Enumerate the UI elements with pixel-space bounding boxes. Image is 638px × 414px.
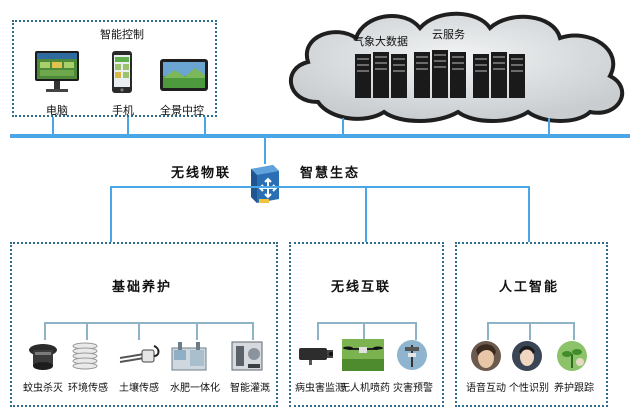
insect-killer-icon [27,342,59,372]
smart-control-title: 智能控制 [100,28,144,41]
warning-station-icon [394,339,430,371]
network-label-wireless-iot: 无线物联 [171,166,232,181]
device-label-computer: 电脑 [46,104,68,117]
network-bus [10,134,630,138]
connector-to-basic-care [110,186,112,243]
connector-hub-distribution [110,186,530,188]
group-title-basic-care: 基础养护 [112,280,173,295]
voice-face-icon [470,340,502,372]
item-label-smart-irrigation: 智能灌溉 [230,383,270,394]
weather-sensor-icon [70,340,100,374]
server-rack-icon [353,50,408,100]
connector-cloud-left [342,118,344,135]
drone-icon [342,339,384,371]
connector-to-wireless [365,186,367,243]
server-rack-icon [412,48,467,100]
group-title-wireless: 无线互联 [331,280,392,295]
item-label-care-tracking: 养护跟踪 [554,383,594,394]
server-rack-icon [471,50,526,100]
face-recognition-icon [511,340,543,372]
connector-panorama [204,117,206,135]
group-branch-line [317,322,417,324]
cloud-label-cloud-service: 云服务 [432,28,465,41]
network-label-smart-ecology: 智慧生态 [300,166,361,181]
item-label-disaster-warning: 灾害预警 [393,383,433,394]
smart-control-panel: 智能控制 电脑 手机 [12,20,217,117]
connector-bus-hub [264,138,266,164]
group-basic-care: 基础养护 [10,242,278,407]
camera-icon [297,344,337,366]
group-title-ai: 人工智能 [499,280,560,295]
irrigation-pump-icon [230,338,264,374]
monitor-icon [34,50,80,98]
item-label-insect-killer: 蚊虫杀灭 [23,383,63,394]
soil-sensor-icon [118,344,162,368]
group-ai: 人工智能 [455,242,608,407]
connector-computer [52,117,54,135]
cloud-label-weather-data: 气象大数据 [353,35,408,48]
connector-to-ai [528,186,530,243]
group-branch-line [44,322,254,324]
item-label-pest-monitor: 病虫害监测 [295,383,345,394]
device-label-panorama-control: 全景中控 [160,104,204,117]
smartphone-icon [111,50,133,98]
tablet-icon [159,58,209,94]
connector-phone [127,117,129,135]
fertigation-machine-icon [170,340,208,374]
item-label-voice-interaction: 语音互动 [466,383,506,394]
item-label-soil-sensor: 土壤传感 [119,383,159,394]
connector-cloud-right [548,118,550,135]
item-label-fertigation: 水肥一体化 [170,383,220,394]
plant-tracking-icon [556,340,588,372]
item-label-environment-sensor: 环境传感 [68,383,108,394]
device-label-phone: 手机 [112,104,134,117]
group-wireless: 无线互联 [289,242,444,407]
item-label-drone-spraying: 无人机喷药 [340,383,390,394]
router-hub-icon [247,163,281,205]
group-branch-line [487,322,575,324]
item-label-personality-recognition: 个性识别 [509,383,549,394]
